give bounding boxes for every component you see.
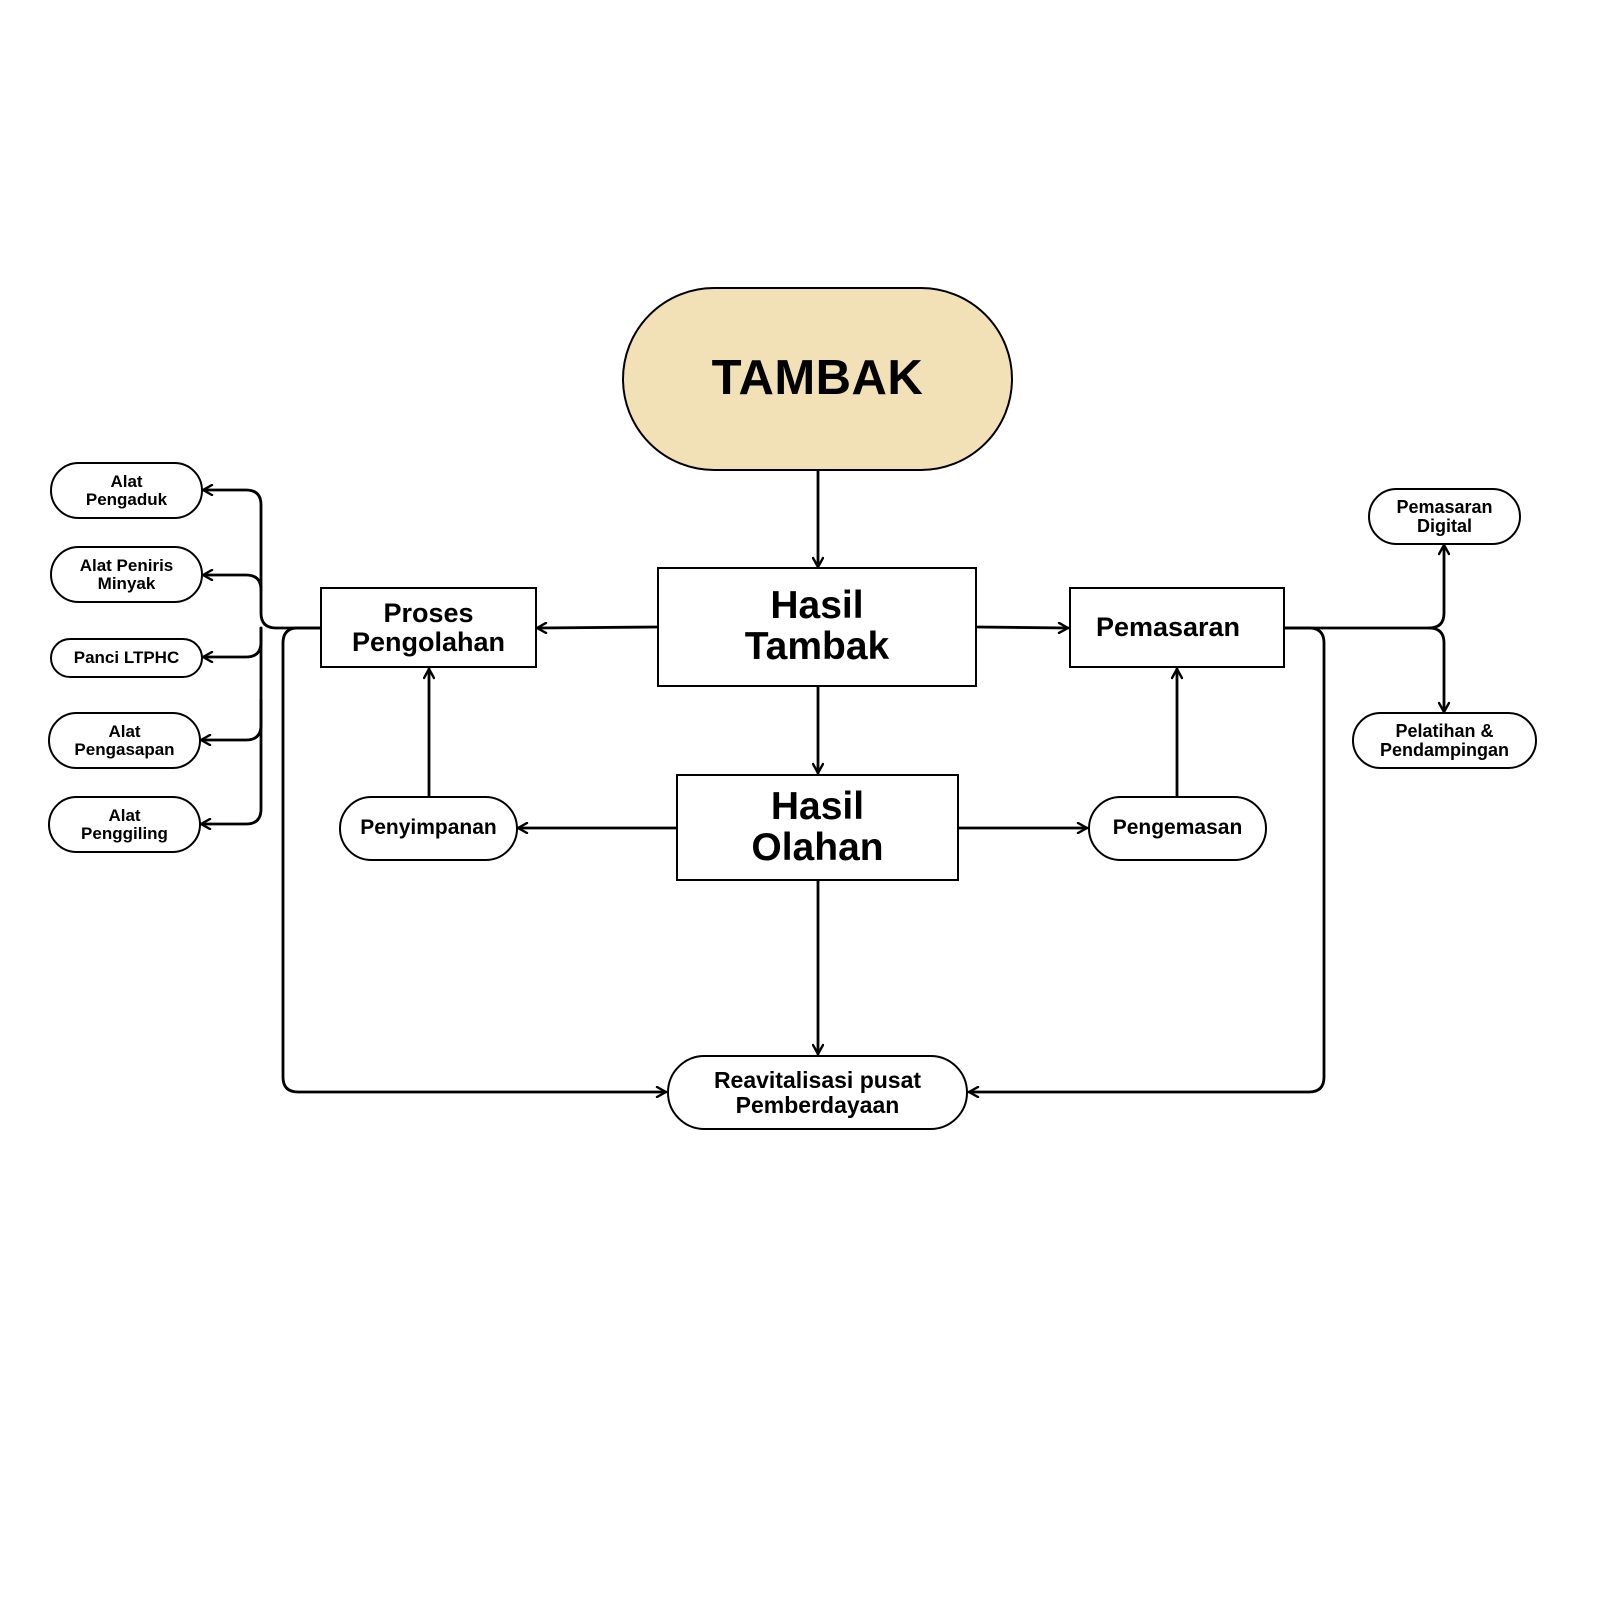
arrow-pemasaran-to-digital xyxy=(1283,543,1444,630)
node-tool-panci-ltphc-label: Panci LTPHC xyxy=(73,648,180,668)
arrow-hasil-tambak-to-proses xyxy=(535,627,659,628)
node-proses-pengolahan-line-2: Pengolahan xyxy=(351,626,506,657)
node-tool-alat-pengasapan-line-2: Pengasapan xyxy=(74,739,175,759)
node-reavitalisasi: Reavitalisasi pusat Pemberdayaan xyxy=(667,1055,968,1130)
node-pemasaran: Pemasaran xyxy=(1069,587,1285,668)
node-proses-pengolahan-line-1: Proses xyxy=(383,598,474,629)
node-reavitalisasi-line-1: Reavitalisasi pusat xyxy=(713,1067,922,1094)
node-tool-alat-penggiling: Alat Penggiling xyxy=(48,796,201,853)
node-pengemasan-label: Pengemasan xyxy=(1112,816,1243,840)
arrow-proses-to-alat-peniris xyxy=(201,575,263,592)
node-tool-alat-penggiling-line-2: Penggiling xyxy=(81,823,168,843)
node-tool-alat-pengasapan-line-1: Alat xyxy=(108,721,141,741)
node-pemasaran-label: Pemasaran xyxy=(1095,612,1241,643)
node-hasil-tambak: Hasil Tambak xyxy=(657,567,977,687)
arrow-proses-to-alat-pengasapan xyxy=(199,626,263,740)
arrow-pemasaran-to-pelatihan xyxy=(1427,626,1444,714)
arrow-proses-to-alat-penggiling xyxy=(199,698,263,824)
node-hasil-olahan-line-2: Olahan xyxy=(751,825,884,869)
node-pemasaran-digital-line-1: Pemasaran xyxy=(1396,496,1493,517)
node-pelatihan-pendampingan: Pelatihan & Pendampingan xyxy=(1352,712,1537,769)
arrow-hasil-tambak-to-pemasaran xyxy=(976,627,1070,628)
node-reavitalisasi-line-2: Pemberdayaan xyxy=(735,1091,900,1118)
node-tambak: TAMBAK xyxy=(622,287,1013,471)
node-hasil-tambak-line-1: Hasil xyxy=(770,584,864,628)
node-tool-panci-ltphc: Panci LTPHC xyxy=(50,638,203,678)
node-hasil-tambak-line-2: Tambak xyxy=(744,625,890,668)
node-tool-alat-pengaduk: Alat Pengaduk xyxy=(50,462,203,519)
arrow-proses-to-panci-ltphc xyxy=(201,626,263,657)
node-pemasaran-digital: Pemasaran Digital xyxy=(1368,488,1521,545)
node-pelatihan-line-2: Pendampingan xyxy=(1379,739,1509,760)
node-tool-alat-pengasapan: Alat Pengasapan xyxy=(48,712,201,769)
node-tool-alat-pengaduk-line-2: Pengaduk xyxy=(85,489,168,509)
node-tool-alat-penggiling-line-1: Alat xyxy=(108,805,141,825)
node-penyimpanan: Penyimpanan xyxy=(339,796,518,861)
arrow-proses-to-alat-pengaduk xyxy=(201,490,322,630)
node-tool-alat-pengaduk-line-1: Alat xyxy=(110,471,143,491)
node-tambak-label: TAMBAK xyxy=(711,351,924,406)
node-proses-pengolahan: Proses Pengolahan xyxy=(320,587,537,668)
node-pemasaran-digital-line-2: Digital xyxy=(1416,515,1472,536)
node-hasil-olahan-line-1: Hasil xyxy=(770,784,865,828)
node-tool-alat-peniris-line-1: Alat Peniris xyxy=(79,555,174,575)
node-pelatihan-line-1: Pelatihan & xyxy=(1395,720,1494,741)
node-pengemasan: Pengemasan xyxy=(1088,796,1267,861)
node-hasil-olahan: Hasil Olahan xyxy=(676,774,959,881)
node-tool-alat-peniris-minyak: Alat Peniris Minyak xyxy=(50,546,203,603)
node-tool-alat-peniris-line-2: Minyak xyxy=(97,573,156,593)
node-penyimpanan-label: Penyimpanan xyxy=(360,816,497,840)
